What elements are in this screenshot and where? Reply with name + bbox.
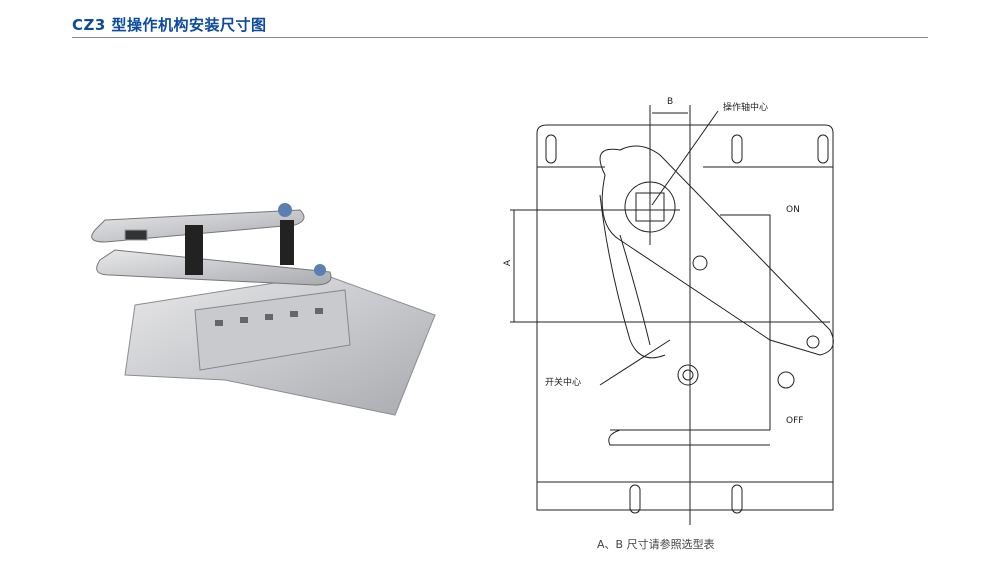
page-title: CZ3 型操作机构安装尺寸图 (72, 16, 267, 34)
installation-drawing (510, 105, 834, 525)
off-label: OFF (786, 416, 804, 426)
shaft-center-label: 操作轴中心 (723, 103, 769, 113)
dimension-b-label: B (667, 97, 674, 107)
on-label: ON (786, 205, 800, 215)
mechanism-photo (91, 203, 436, 416)
switch-center-label: 开关中心 (545, 378, 582, 388)
dimension-a-label: A (503, 259, 514, 267)
drawing-caption: A、B 尺寸请参照选型表 (597, 538, 715, 551)
title-divider (72, 37, 928, 38)
